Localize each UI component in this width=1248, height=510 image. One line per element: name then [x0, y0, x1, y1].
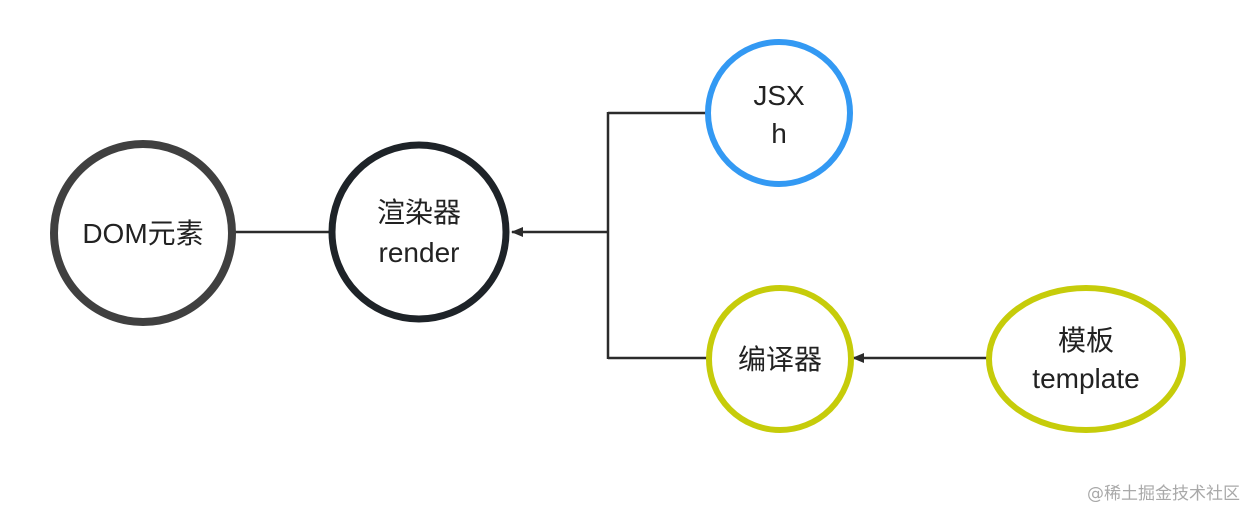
- render-node: 渲染器 render: [328, 141, 510, 323]
- template-ellipse: [986, 285, 1186, 433]
- jsx-circle: [705, 39, 853, 187]
- compiler-node: 编译器: [706, 285, 854, 433]
- render-label-zh: 渲染器: [377, 197, 461, 228]
- dom-element-circle: [50, 140, 236, 326]
- dom-element-node: DOM元素: [50, 140, 236, 326]
- jsx-node: JSX h: [705, 39, 853, 187]
- template-node: 模板 template: [986, 285, 1186, 433]
- jsx-h-label: h: [771, 118, 787, 149]
- compiler-label: 编译器: [738, 344, 822, 375]
- watermark: @稀土掘金技术社区: [1087, 484, 1240, 504]
- template-label-zh: 模板: [1058, 325, 1114, 356]
- render-label-en: render: [379, 237, 460, 268]
- render-circle: [328, 141, 510, 323]
- dom-element-label: DOM元素: [82, 218, 203, 249]
- connectors: [235, 111, 988, 363]
- template-label-en: template: [1032, 363, 1139, 394]
- jsx-label: JSX: [753, 80, 805, 111]
- compiler-circle: [706, 285, 854, 433]
